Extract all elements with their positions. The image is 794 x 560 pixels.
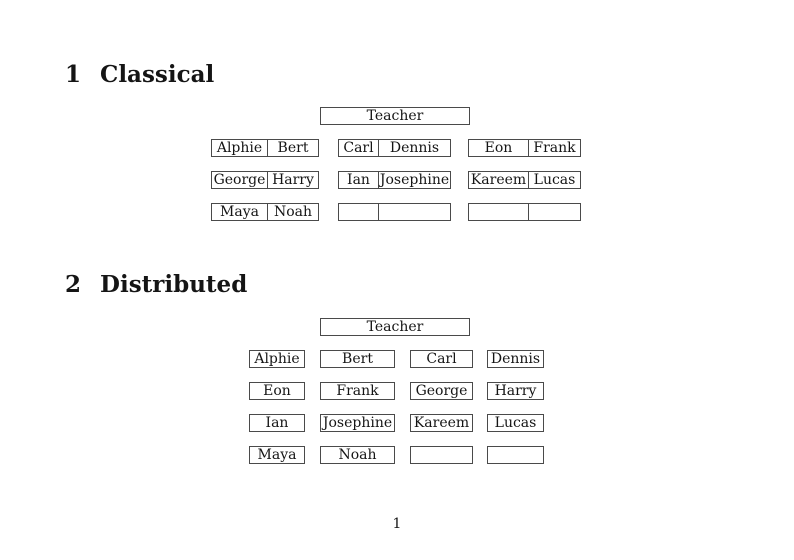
- seat-box: George: [410, 382, 473, 400]
- seat-box: Frank: [320, 382, 395, 400]
- section-heading-distributed: 2 Distributed: [65, 273, 247, 296]
- desk-seat: Dennis: [389, 140, 440, 156]
- desk-table: Maya Noah: [211, 203, 319, 221]
- seat-box: Kareem: [410, 414, 473, 432]
- section-title: Classical: [100, 61, 215, 88]
- seat-box: Bert: [320, 350, 395, 368]
- section-number: 2: [65, 271, 82, 298]
- desk-table: Ian Josephine: [338, 171, 451, 189]
- seat-box: Dennis: [487, 350, 544, 368]
- desk-seat: Kareem: [469, 172, 529, 188]
- desk-seat: Noah: [273, 204, 313, 220]
- section-heading-classical: 1 Classical: [65, 63, 214, 86]
- desk-seat: Frank: [533, 140, 576, 156]
- desk-seat: Lucas: [533, 172, 576, 188]
- teacher-box-distributed: Teacher: [320, 318, 470, 336]
- teacher-box-classical: Teacher: [320, 107, 470, 125]
- desk-seat: Carl: [339, 140, 379, 156]
- section-number: 1: [65, 61, 82, 88]
- seat-box: Josephine: [320, 414, 395, 432]
- page-number: 1: [392, 516, 402, 532]
- seat-box: Ian: [249, 414, 305, 432]
- desk-seat: George: [212, 172, 268, 188]
- seat-box: Alphie: [249, 350, 305, 368]
- desk-seat: Josephine: [379, 172, 450, 188]
- desk-table: George Harry: [211, 171, 319, 189]
- seat-box: Lucas: [487, 414, 544, 432]
- desk-table: Eon Frank: [468, 139, 581, 157]
- seat-box: Eon: [249, 382, 305, 400]
- desk-table-empty: [338, 203, 451, 221]
- desk-seat: [469, 204, 529, 220]
- desk-seat: [379, 204, 450, 220]
- desk-table: Carl Dennis: [338, 139, 451, 157]
- desk-seat: [529, 204, 580, 220]
- desk-seat: Ian: [339, 172, 379, 188]
- desk-seat: Maya: [212, 204, 268, 220]
- teacher-label: Teacher: [366, 108, 424, 124]
- seat-box: Noah: [320, 446, 395, 464]
- seat-box: Harry: [487, 382, 544, 400]
- teacher-label: Teacher: [366, 319, 424, 335]
- desk-table: Kareem Lucas: [468, 171, 581, 189]
- desk-seat: Harry: [272, 172, 314, 188]
- desk-seat: Bert: [277, 140, 309, 156]
- desk-seat: [339, 204, 379, 220]
- section-title: Distributed: [100, 271, 248, 298]
- desk-table-empty: [468, 203, 581, 221]
- desk-seat: Eon: [469, 140, 529, 156]
- desk-seat: Alphie: [212, 140, 268, 156]
- seat-box: Carl: [410, 350, 473, 368]
- seat-box: Maya: [249, 446, 305, 464]
- seat-box-empty: [410, 446, 473, 464]
- desk-table: Alphie Bert: [211, 139, 319, 157]
- seat-box-empty: [487, 446, 544, 464]
